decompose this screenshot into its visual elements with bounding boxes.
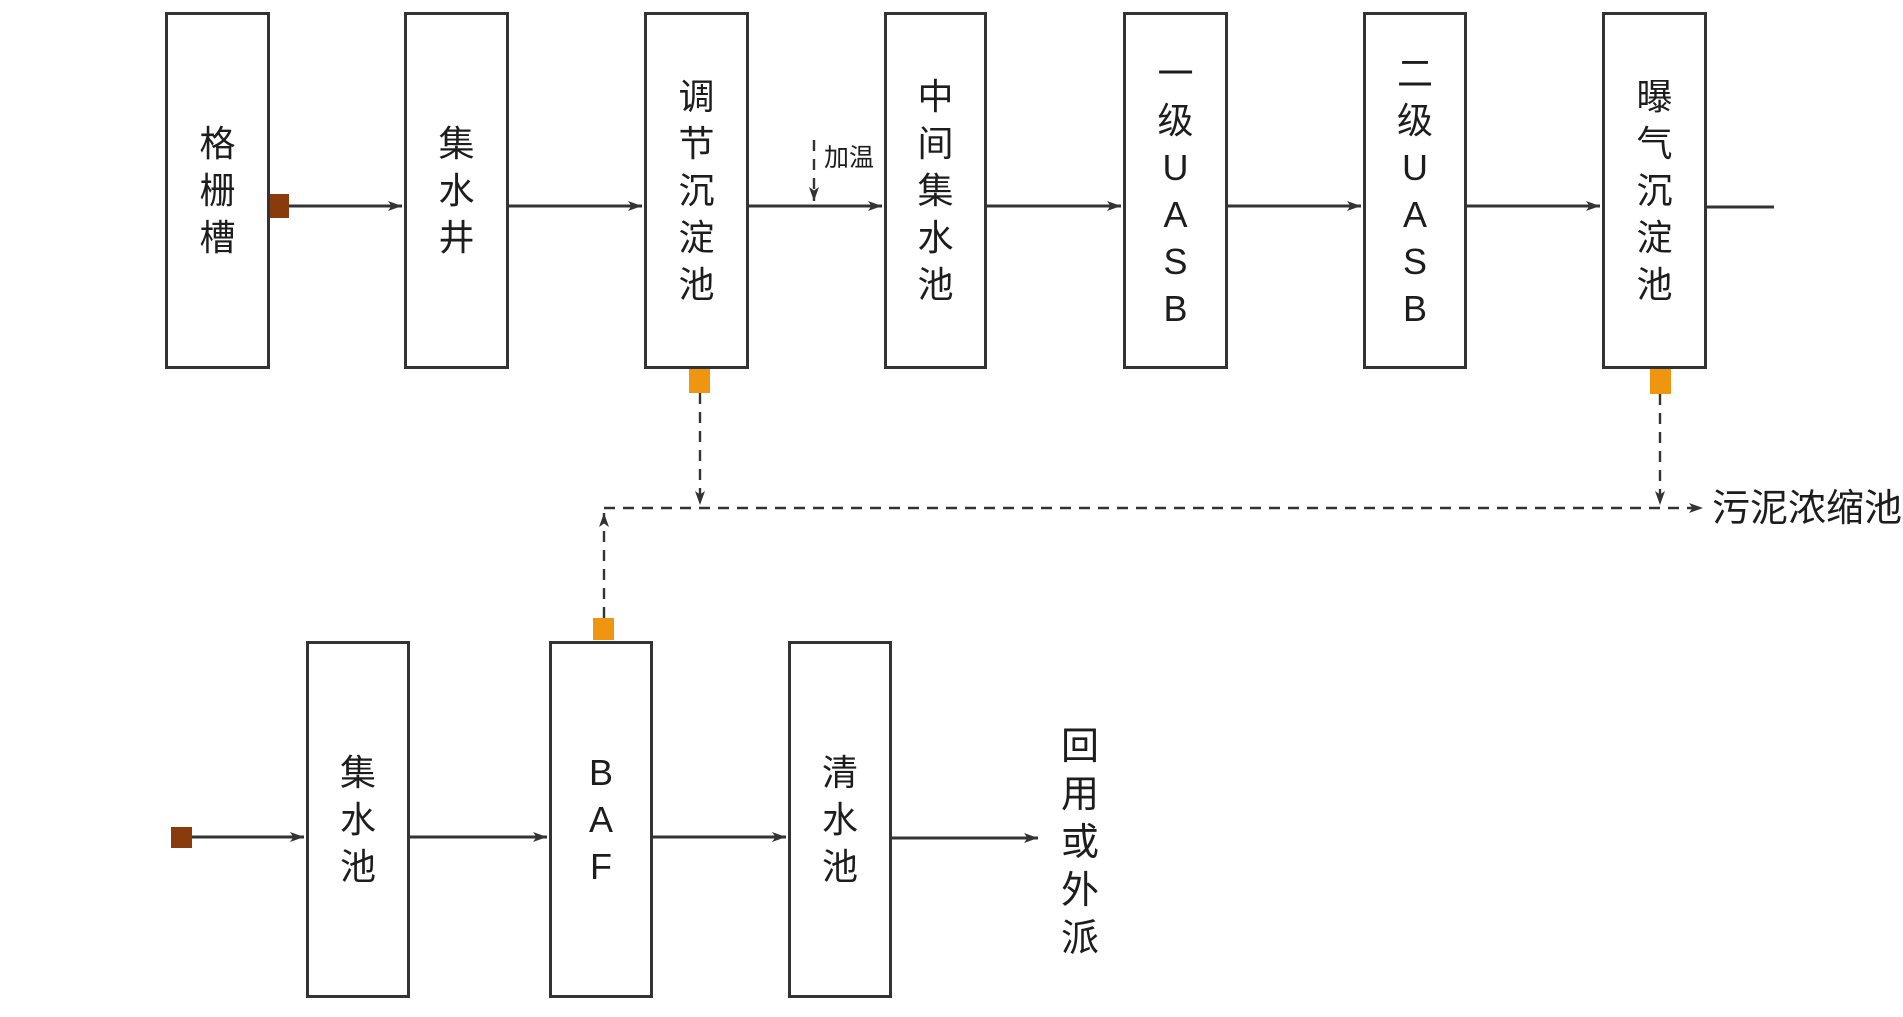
pump-square-brown-bottom: [171, 827, 192, 848]
box-intermediate-collection-tank-label: 中间集水池: [917, 76, 954, 305]
box-baf: BAF: [549, 641, 653, 998]
connector-square-orange-regulating: [689, 369, 710, 393]
connector-square-orange-aeration: [1650, 369, 1671, 394]
box-collection-tank-label: 集水池: [339, 752, 376, 887]
reuse-or-export-label: 回用或外派: [1060, 726, 1099, 960]
box-intermediate-collection-tank: 中间集水池: [884, 12, 987, 369]
box-regulating-sedimentation-tank-label: 调节沉淀池: [678, 76, 715, 305]
box-collection-well-label: 集水井: [438, 123, 475, 258]
sludge-thickening-tank-label: 污泥浓缩池: [1712, 488, 1903, 530]
box-clean-water-tank-label: 清水池: [821, 752, 858, 887]
box-collection-tank: 集水池: [306, 641, 410, 998]
pump-square-brown-top: [269, 194, 289, 218]
box-regulating-sedimentation-tank: 调节沉淀池: [644, 12, 749, 369]
box-secondary-uasb-label: 二级UASB: [1396, 52, 1433, 329]
box-grid-channel-label: 格栅槽: [199, 123, 236, 258]
box-grid-channel: 格栅槽: [165, 12, 270, 369]
box-primary-uasb-label: 一级UASB: [1157, 52, 1194, 329]
heating-annotation: 加温: [824, 144, 875, 172]
box-baf-label: BAF: [588, 752, 613, 887]
box-aeration-sedimentation-tank: 曝气沉淀池: [1602, 12, 1707, 369]
box-collection-well: 集水井: [404, 12, 509, 369]
box-aeration-sedimentation-tank-label: 曝气沉淀池: [1636, 76, 1673, 305]
box-secondary-uasb: 二级UASB: [1363, 12, 1467, 369]
box-clean-water-tank: 清水池: [788, 641, 892, 998]
connector-square-orange-baf: [593, 618, 614, 640]
box-primary-uasb: 一级UASB: [1123, 12, 1228, 369]
